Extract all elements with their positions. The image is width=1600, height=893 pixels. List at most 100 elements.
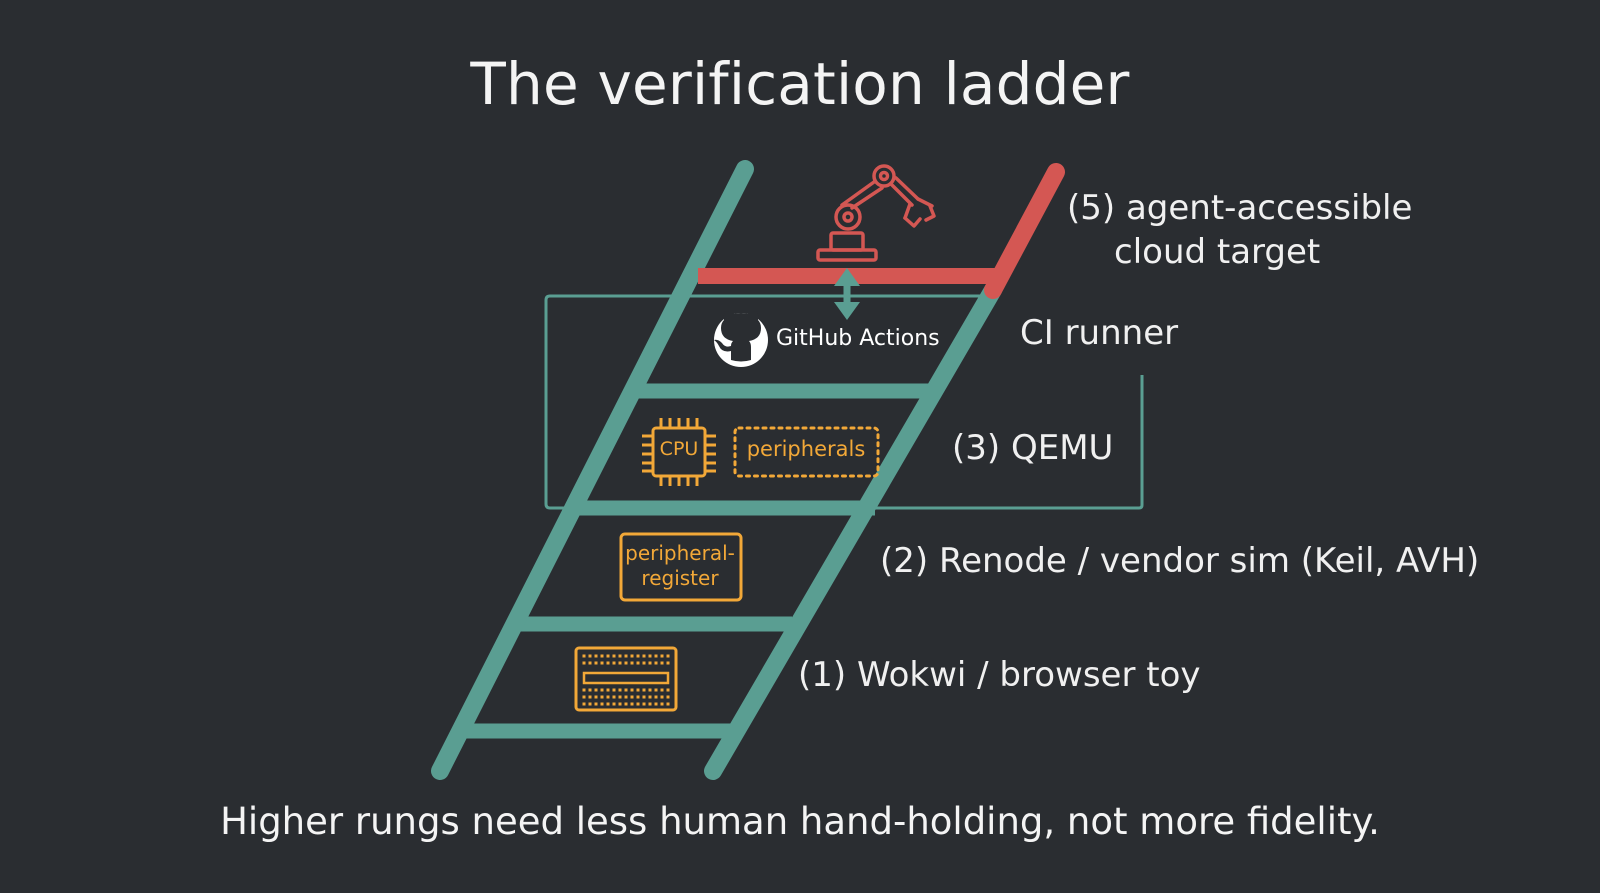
breadboard-hole (660, 702, 664, 706)
breadboard-hole (636, 661, 640, 665)
breadboard-hole (588, 688, 592, 692)
breadboard-hole (660, 695, 664, 699)
breadboard-hole (642, 688, 646, 692)
breadboard-hole (600, 654, 604, 658)
breadboard-hole (660, 661, 664, 665)
breadboard-hole (606, 702, 610, 706)
breadboard-hole (666, 654, 670, 658)
breadboard-hole (588, 661, 592, 665)
breadboard-hole (612, 654, 616, 658)
breadboard-hole (624, 688, 628, 692)
breadboard-hole (612, 661, 616, 665)
breadboard-hole (642, 661, 646, 665)
breadboard-hole (630, 654, 634, 658)
breadboard-hole (648, 654, 652, 658)
peripheral-register-line-2: register (641, 566, 719, 590)
breadboard-hole (582, 695, 586, 699)
breadboard-hole (660, 654, 664, 658)
peripheral-register-line-1: peripheral- (625, 541, 735, 565)
breadboard-hole (588, 702, 592, 706)
peripherals-box (733, 426, 880, 478)
breadboard-hole (624, 695, 628, 699)
breadboard-hole (642, 702, 646, 706)
breadboard-hole (636, 695, 640, 699)
slide-title: The verification ladder (470, 50, 1130, 118)
breadboard-hole (630, 688, 634, 692)
breadboard-hole (618, 702, 622, 706)
breadboard-hole (612, 702, 616, 706)
breadboard-hole (600, 661, 604, 665)
peripherals-label: peripherals (746, 437, 866, 461)
breadboard-hole (600, 695, 604, 699)
ladder-right-rail-top (984, 163, 1065, 299)
rung-ci-label: CI runner (1020, 313, 1179, 353)
breadboard-hole (582, 688, 586, 692)
breadboard-hole (606, 688, 610, 692)
breadboard-hole (660, 688, 664, 692)
breadboard-hole (630, 695, 634, 699)
footer-caption: Higher rungs need less human hand-holdin… (220, 800, 1380, 843)
breadboard-hole (606, 695, 610, 699)
breadboard-hole (648, 695, 652, 699)
github-icon (714, 311, 768, 367)
breadboard-hole (666, 702, 670, 706)
breadboard-icon (574, 646, 678, 712)
breadboard-hole (636, 702, 640, 706)
breadboard-hole (594, 702, 598, 706)
rung-1-label: (1) Wokwi / browser toy (798, 655, 1201, 695)
breadboard-hole (666, 695, 670, 699)
breadboard-hole (642, 695, 646, 699)
breadboard-hole (642, 654, 646, 658)
breadboard-hole (618, 695, 622, 699)
github-actions-label: GitHub Actions (776, 326, 940, 351)
breadboard-hole (666, 661, 670, 665)
rung-5-label: (5) agent-accessible cloud target (1067, 186, 1412, 274)
breadboard-hole (588, 695, 592, 699)
ladder-right-rail (704, 281, 1002, 780)
robot-arm-icon (816, 164, 936, 262)
breadboard-hole (606, 654, 610, 658)
breadboard-hole (594, 661, 598, 665)
peripheral-register-label: peripheral- register (620, 541, 740, 591)
breadboard-hole (648, 688, 652, 692)
rung-2-label: (2) Renode / vendor sim (Keil, AVH) (880, 541, 1480, 581)
bidirectional-arrow-icon (834, 268, 860, 320)
breadboard-hole (630, 702, 634, 706)
breadboard-hole (636, 654, 640, 658)
breadboard-hole (588, 654, 592, 658)
breadboard-hole (612, 688, 616, 692)
breadboard-hole (648, 661, 652, 665)
breadboard-hole (624, 702, 628, 706)
breadboard-hole (618, 661, 622, 665)
breadboard-hole (624, 654, 628, 658)
breadboard-hole (618, 688, 622, 692)
breadboard-hole (654, 661, 658, 665)
cpu-label: CPU (659, 438, 699, 460)
breadboard-hole (582, 654, 586, 658)
breadboard-hole (654, 688, 658, 692)
cpu-chip-icon (642, 418, 716, 486)
breadboard-hole (654, 654, 658, 658)
breadboard-hole (630, 661, 634, 665)
breadboard-hole (594, 688, 598, 692)
breadboard-hole (582, 661, 586, 665)
breadboard-hole (654, 702, 658, 706)
breadboard-hole (624, 661, 628, 665)
rung-5-label-line-2: cloud target (1114, 232, 1321, 272)
breadboard-hole (600, 688, 604, 692)
breadboard-hole (606, 661, 610, 665)
breadboard-hole (594, 654, 598, 658)
breadboard-hole (582, 702, 586, 706)
breadboard-hole (600, 702, 604, 706)
breadboard-hole (654, 695, 658, 699)
breadboard-hole (636, 688, 640, 692)
peripheral-register-box (619, 532, 743, 602)
ci-runner-bracket (544, 294, 1144, 510)
rung-5-label-line-1: (5) agent-accessible (1067, 188, 1413, 228)
breadboard-hole (648, 702, 652, 706)
ladder-left-rail (431, 160, 754, 780)
breadboard-hole (612, 695, 616, 699)
breadboard-hole (594, 695, 598, 699)
